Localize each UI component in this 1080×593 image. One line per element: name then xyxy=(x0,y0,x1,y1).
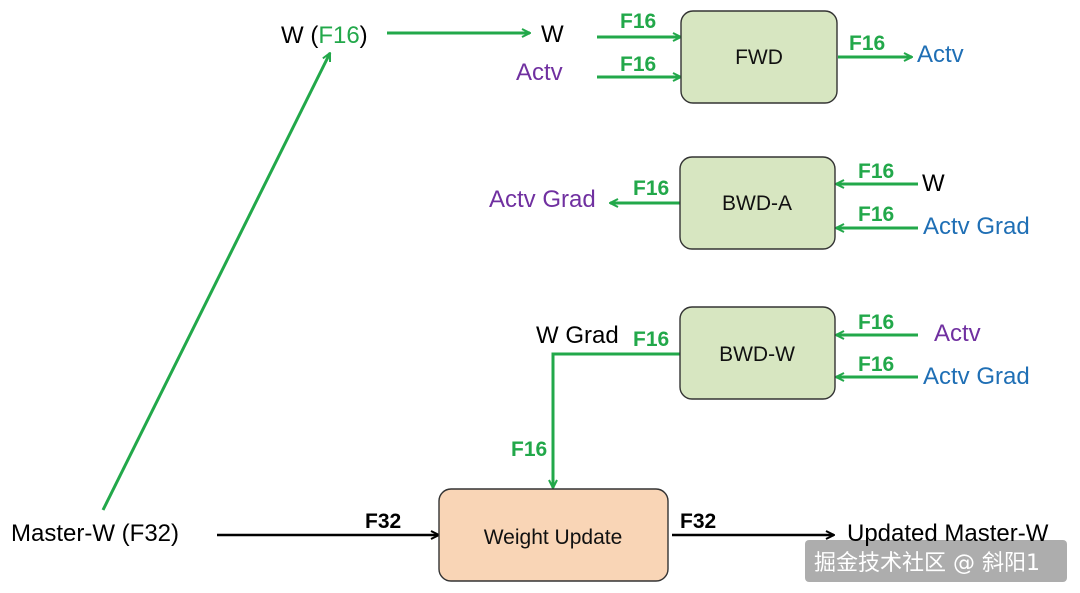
actv-out-label: Actv xyxy=(917,41,964,68)
w-top-label: W xyxy=(541,21,564,48)
bwda-box: BWD-A xyxy=(679,156,836,250)
bwdw-box-label: BWD-W xyxy=(719,343,795,366)
actv-grad-out-label: Actv Grad xyxy=(489,186,596,213)
bwdw-box: BWD-W xyxy=(679,306,836,400)
cast-to-f16-arrow xyxy=(101,53,332,511)
f32-in-tag: F32 xyxy=(365,510,401,533)
w-bwda-label: W xyxy=(922,170,945,197)
f16-w-fwd-tag: F16 xyxy=(620,10,656,33)
f16-bwdw-ag-tag: F16 xyxy=(858,353,894,376)
weight-update-box: Weight Update xyxy=(438,488,669,582)
f16-down-tag: F16 xyxy=(511,438,547,461)
bwda-box-label: BWD-A xyxy=(722,192,792,215)
master-w-label: Master-W (F32) xyxy=(11,520,179,547)
actv-grad-bwdw-label: Actv Grad xyxy=(923,363,1030,390)
actv-bwdw-label: Actv xyxy=(934,320,981,347)
updated-master-w-label: Updated Master-W xyxy=(847,520,1049,547)
f16-bwda-out-tag: F16 xyxy=(633,177,669,200)
watermark-background xyxy=(805,540,1067,582)
fwd-box-label: FWD xyxy=(735,46,783,69)
weight-update-box-label: Weight Update xyxy=(484,526,623,549)
f16-bwdw-out-tag: F16 xyxy=(633,328,669,351)
w-f16-label: W (F16) xyxy=(281,22,368,49)
fwd-box: FWD xyxy=(680,10,838,104)
f32-out-tag: F32 xyxy=(680,510,716,533)
f16-actv-fwd-tag: F16 xyxy=(620,53,656,76)
actv-grad-bwda-label: Actv Grad xyxy=(923,213,1030,240)
f16-fwd-out-tag: F16 xyxy=(849,32,885,55)
f16-bwda-ag-tag: F16 xyxy=(858,203,894,226)
f16-bwdw-actv-tag: F16 xyxy=(858,311,894,334)
w-grad-to-update-arrow xyxy=(553,352,680,488)
actv-top-label: Actv xyxy=(516,59,563,86)
f16-bwda-w-tag: F16 xyxy=(858,160,894,183)
w-grad-label: W Grad xyxy=(536,322,619,349)
watermark-text: 掘金技术社区 @ 斜阳1 xyxy=(814,551,1040,576)
